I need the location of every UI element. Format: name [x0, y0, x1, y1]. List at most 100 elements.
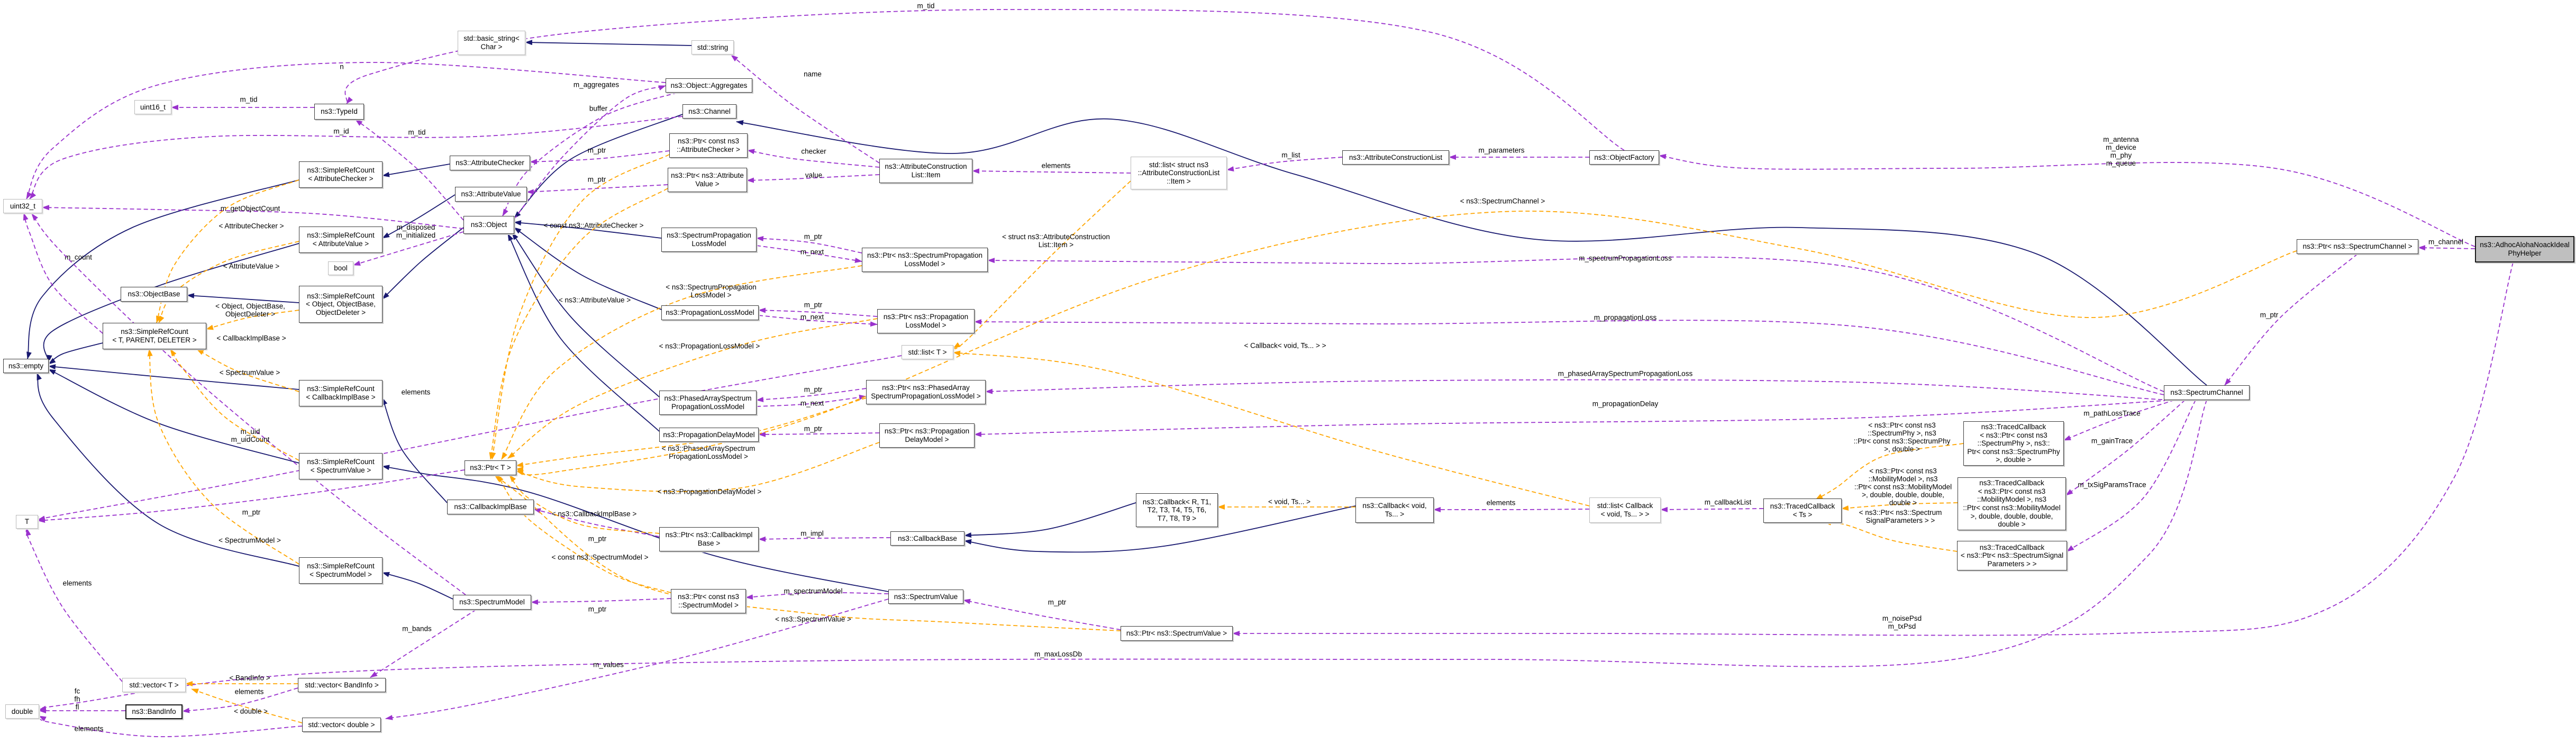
- class-name-line: < AttributeValue >: [312, 240, 369, 248]
- edge-ptr_const_sm-spectrummodel: [531, 598, 671, 605]
- edge-label: elements: [63, 579, 92, 587]
- node-objfactory[interactable]: ns3::ObjectFactory: [1589, 150, 1659, 165]
- edge-spectrumchannel-tc3: [2067, 400, 2196, 552]
- edge-label: < AttributeValue >: [223, 262, 279, 270]
- edge-label: buffer: [589, 105, 608, 113]
- node-ptr_const_attrchecker[interactable]: ns3::Ptr< const ns3::AttributeChecker >: [669, 133, 748, 158]
- node-spectrumvalue[interactable]: ns3::SpectrumValue: [888, 590, 963, 604]
- node-callback9[interactable]: ns3::Callback< R, T1,T2, T3, T4, T5, T6,…: [1136, 493, 1218, 527]
- node-tc1[interactable]: ns3::TracedCallback< ns3::Ptr< const ns3…: [1963, 421, 2064, 466]
- node-src_ood[interactable]: ns3::SimpleRefCount< Object, ObjectBase,…: [299, 286, 383, 323]
- node-spectrumchannel[interactable]: ns3::SpectrumChannel: [2164, 385, 2250, 400]
- node-src_sm[interactable]: ns3::SimpleRefCount< SpectrumModel >: [299, 557, 383, 584]
- edge-label: < Callback< void, Ts... > >: [1244, 342, 1326, 350]
- class-name-line: T: [24, 518, 30, 526]
- node-attrchecker[interactable]: ns3::AttributeChecker: [450, 156, 530, 170]
- edge-label: m_tid: [408, 129, 425, 137]
- edge-ptr_sc-spectrumchannel: [2224, 253, 2358, 386]
- class-name-line: < T, PARENT, DELETER >: [112, 336, 197, 344]
- edge-spectrumchannel-ptr_propdelay: [974, 400, 2175, 437]
- node-tc2[interactable]: ns3::TracedCallback< ns3::Ptr< const ns3…: [1958, 477, 2066, 530]
- class-name-line: Value >: [695, 180, 720, 188]
- edge-label: m_tid: [917, 2, 934, 10]
- node-callbackbase[interactable]: ns3::CallbackBase: [890, 531, 964, 546]
- edge-std_string-basic_string: [525, 40, 692, 46]
- node-callback_void[interactable]: ns3::Callback< void,Ts... >: [1355, 497, 1434, 523]
- node-tc3[interactable]: ns3::TracedCallback< ns3::Ptr< ns3::Spec…: [1957, 541, 2067, 570]
- node-vec_double[interactable]: std::vector< double >: [302, 718, 381, 732]
- node-basic_string[interactable]: std::basic_string<Char >: [458, 31, 525, 55]
- node-aggregates[interactable]: ns3::Object::Aggregates: [666, 78, 752, 93]
- class-name-line: ::AttributeChecker >: [677, 146, 740, 153]
- node-src_attrchecker[interactable]: ns3::SimpleRefCount< AttributeChecker >: [299, 161, 383, 188]
- node-T_box[interactable]: T: [16, 515, 38, 529]
- node-ptr_sv[interactable]: ns3::Ptr< ns3::SpectrumValue >: [1121, 626, 1233, 641]
- node-tracedcb_ts[interactable]: ns3::TracedCallback< Ts >: [1763, 499, 1842, 523]
- node-object[interactable]: ns3::Object: [463, 216, 514, 234]
- edge-label: elements: [75, 725, 104, 733]
- node-ptr_const_sm[interactable]: ns3::Ptr< const ns3::SpectrumModel >: [671, 589, 746, 613]
- node-cib[interactable]: ns3::CallbackImplBase: [447, 500, 534, 514]
- edge-label: m_list: [1281, 151, 1300, 159]
- node-attrconslist[interactable]: ns3::AttributeConstructionList: [1342, 150, 1449, 165]
- node-src_tpd[interactable]: ns3::SimpleRefCount< T, PARENT, DELETER …: [103, 323, 206, 349]
- node-std_list_t[interactable]: std::list< T >: [902, 345, 953, 359]
- class-name-line: ns3::Ptr< ns3::Propagation: [884, 427, 970, 436]
- edge-label: m_ptr: [588, 147, 606, 155]
- node-std_list_item[interactable]: std::list< struct ns3::AttributeConstruc…: [1131, 157, 1227, 189]
- class-name-line: ns3::AttributeConstructionList: [1349, 153, 1443, 161]
- edge-callbackbase-ptr_cib: [758, 536, 891, 542]
- edge-label: m_propagationDelay: [1592, 400, 1659, 408]
- node-objectbase[interactable]: ns3::ObjectBase: [121, 287, 187, 302]
- edge-vec_double-vec_t: [191, 688, 303, 723]
- class-name-line: ns3::Ptr< const ns3: [678, 137, 739, 146]
- class-name-line: ::SpectrumModel >: [678, 601, 739, 609]
- node-vec_t[interactable]: std::vector< T >: [122, 678, 186, 692]
- node-std_string[interactable]: std::string: [691, 40, 734, 55]
- node-proploss[interactable]: ns3::PropagationLossModel: [661, 305, 759, 320]
- node-double_box[interactable]: double: [5, 704, 39, 719]
- node-spectrummodel[interactable]: ns3::SpectrumModel: [453, 595, 531, 610]
- node-std_list_cb[interactable]: std::list< Callback< void, Ts... > >: [1589, 497, 1661, 523]
- edge-src_sv-empty: [48, 369, 299, 464]
- node-empty[interactable]: ns3::empty: [3, 359, 49, 373]
- node-src_cib[interactable]: ns3::SimpleRefCount< CallbackImplBase >: [299, 380, 383, 406]
- node-bandinfo[interactable]: ns3::BandInfo: [125, 704, 183, 719]
- edge-label: double >: [1889, 499, 1917, 507]
- node-src_attrvalue[interactable]: ns3::SimpleRefCount< AttributeValue >: [299, 226, 383, 253]
- edge-label: < AttributeChecker >: [219, 222, 284, 230]
- edge-label: < double >: [234, 708, 268, 715]
- class-name-line: ns3::PhasedArraySpectrum: [664, 394, 752, 403]
- node-ptr_t[interactable]: ns3::Ptr< T >: [465, 460, 516, 475]
- edge-label: fc: [75, 687, 80, 695]
- node-uint32[interactable]: uint32_t: [3, 199, 42, 213]
- node-typeid[interactable]: ns3::TypeId: [314, 104, 364, 120]
- edge-objfactory-typeid: [344, 9, 1625, 151]
- node-channel[interactable]: ns3::Channel: [682, 104, 736, 119]
- class-name-line: ::Ptr< const ns3::MobilityModel: [1963, 504, 2061, 512]
- edge-label: LossModel >: [691, 291, 732, 299]
- node-uint16[interactable]: uint16_t: [134, 100, 171, 114]
- edge-label: ::Ptr< const ns3::SpectrumPhy: [1854, 437, 1951, 445]
- node-propdelay[interactable]: ns3::PropagationDelayModel: [659, 428, 759, 442]
- class-name-line: ns3::Ptr< ns3::SpectrumValue >: [1126, 629, 1227, 638]
- class-name-line: < AttributeChecker >: [308, 175, 374, 183]
- node-attrvalue[interactable]: ns3::AttributeValue: [455, 187, 527, 202]
- class-name-line: ns3::SimpleRefCount: [307, 458, 375, 466]
- node-vec_bandinfo[interactable]: std::vector< BandInfo >: [298, 678, 386, 692]
- node-ptr_sc[interactable]: ns3::Ptr< ns3::SpectrumChannel >: [2297, 239, 2418, 254]
- edge-src_attrvalue-src_tpd: [158, 241, 299, 323]
- node-src_sv[interactable]: ns3::SimpleRefCount< SpectrumValue >: [299, 453, 383, 479]
- edge-object-uint32: [42, 205, 464, 229]
- node-bool_box[interactable]: bool: [328, 261, 353, 275]
